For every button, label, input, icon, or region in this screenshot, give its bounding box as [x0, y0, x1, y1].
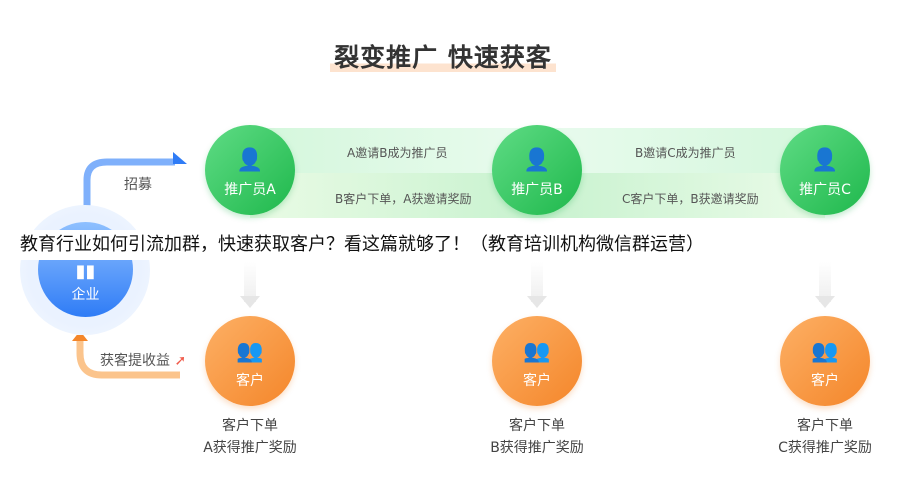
- recruit-arrow-icon: [83, 152, 187, 212]
- flow-b-order: B客户下单，A获邀请奖励: [335, 192, 472, 206]
- earn-label: 获客提收益 ➚: [100, 353, 187, 369]
- person-icon: 👤: [811, 148, 839, 173]
- person-icon: 👤: [523, 148, 551, 173]
- promoter-b: 👤推广员B: [492, 125, 582, 215]
- group-icon: 👥: [236, 339, 264, 364]
- flow-c-order: C客户下单，B获邀请奖励: [622, 192, 759, 206]
- group-icon: 👥: [523, 339, 551, 364]
- group-icon: 👥: [811, 339, 839, 364]
- person-icon: 👤: [236, 148, 264, 173]
- article-title-overlay: 教育行业如何引流加群，快速获取客户？看这篇就够了！（教育培训机构微信群运营）: [0, 230, 923, 260]
- flow-b-invite: B邀请C成为推广员: [635, 146, 736, 160]
- enterprise-label: 企业: [71, 287, 100, 303]
- flow-a-invite: A邀请B成为推广员: [347, 146, 448, 160]
- down-arrow-icon: [815, 262, 835, 308]
- recruit-label: 招募: [124, 177, 152, 193]
- down-arrow-icon: [240, 262, 260, 308]
- up-arrow-icon: ➚: [174, 353, 187, 369]
- promoter-a: 👤推广员A: [205, 125, 295, 215]
- customer-b: 👥客户: [492, 316, 582, 406]
- promoter-c: 👤推广员C: [780, 125, 870, 215]
- customer-c: 👥客户: [780, 316, 870, 406]
- down-arrow-icon: [527, 262, 547, 308]
- page-title: 裂变推广 快速获客: [0, 38, 886, 74]
- building-icon: ▮▮: [75, 261, 96, 282]
- earn-arrow-icon: [72, 335, 180, 379]
- customer-a: 👥客户: [205, 316, 295, 406]
